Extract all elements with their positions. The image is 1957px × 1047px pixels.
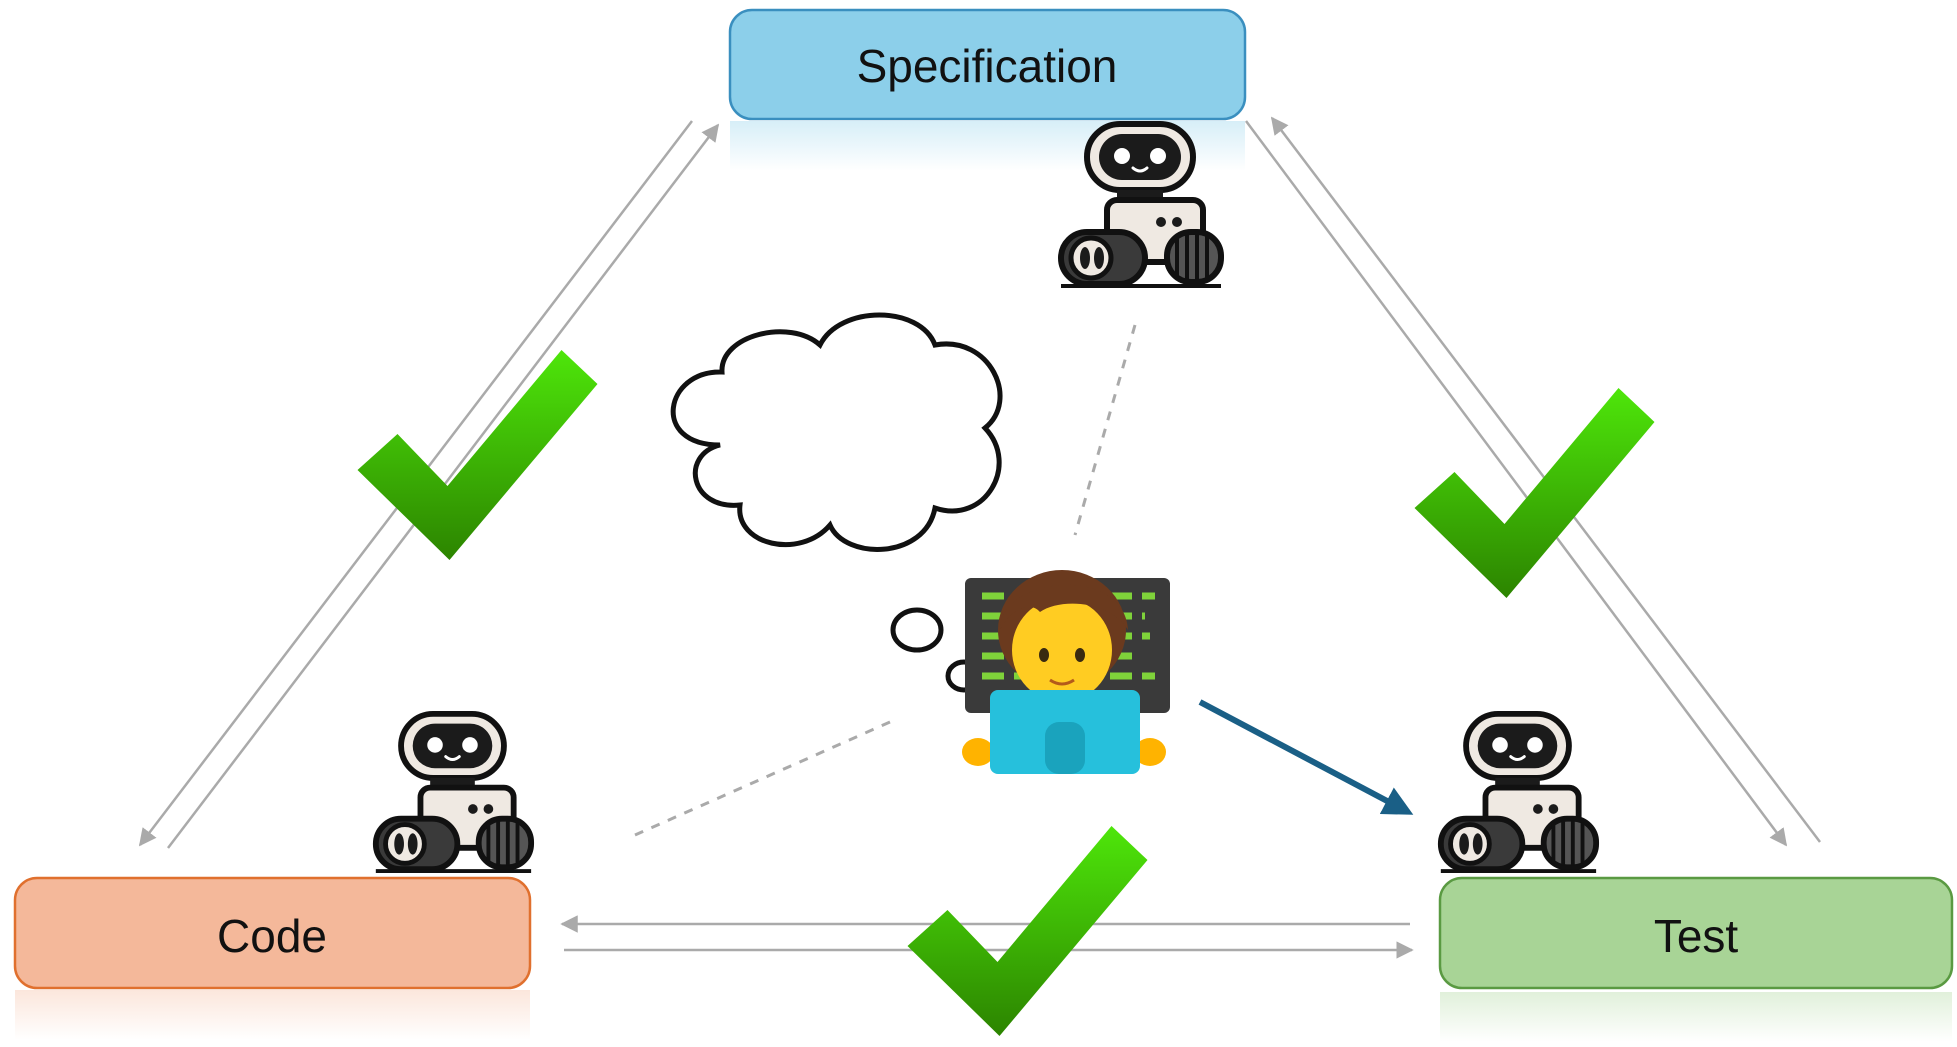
checkmark-icon: [1414, 388, 1655, 598]
code-node: Code: [13, 876, 532, 1040]
specification-label: Specification: [857, 40, 1118, 92]
test-box: [1438, 876, 1954, 990]
human-to-test-arrow: [1198, 699, 1414, 815]
human-to-code-dotted-line: [634, 720, 891, 837]
test-label: Test: [1654, 910, 1739, 962]
developer-at-laptop-icon: [962, 570, 1170, 774]
human-to-spec-dotted-line: [1073, 324, 1137, 536]
checkmark-icon: [907, 826, 1148, 1036]
test-node: Test: [1438, 876, 1954, 1042]
code-test-arrows: [560, 915, 1414, 959]
specification-node: Specification: [728, 8, 1247, 171]
code-label: Code: [217, 910, 327, 962]
thought-bubble-icon: [670, 312, 1003, 693]
test-reflection: [1440, 992, 1952, 1042]
checkmark-icon: [357, 350, 598, 560]
spec-to-test-arrow: [1244, 120, 1788, 847]
robot-icon: [376, 714, 531, 871]
code-reflection: [15, 990, 530, 1040]
code-box: [13, 876, 532, 990]
specification-box: [728, 8, 1247, 121]
robot-icon: [1441, 714, 1596, 871]
